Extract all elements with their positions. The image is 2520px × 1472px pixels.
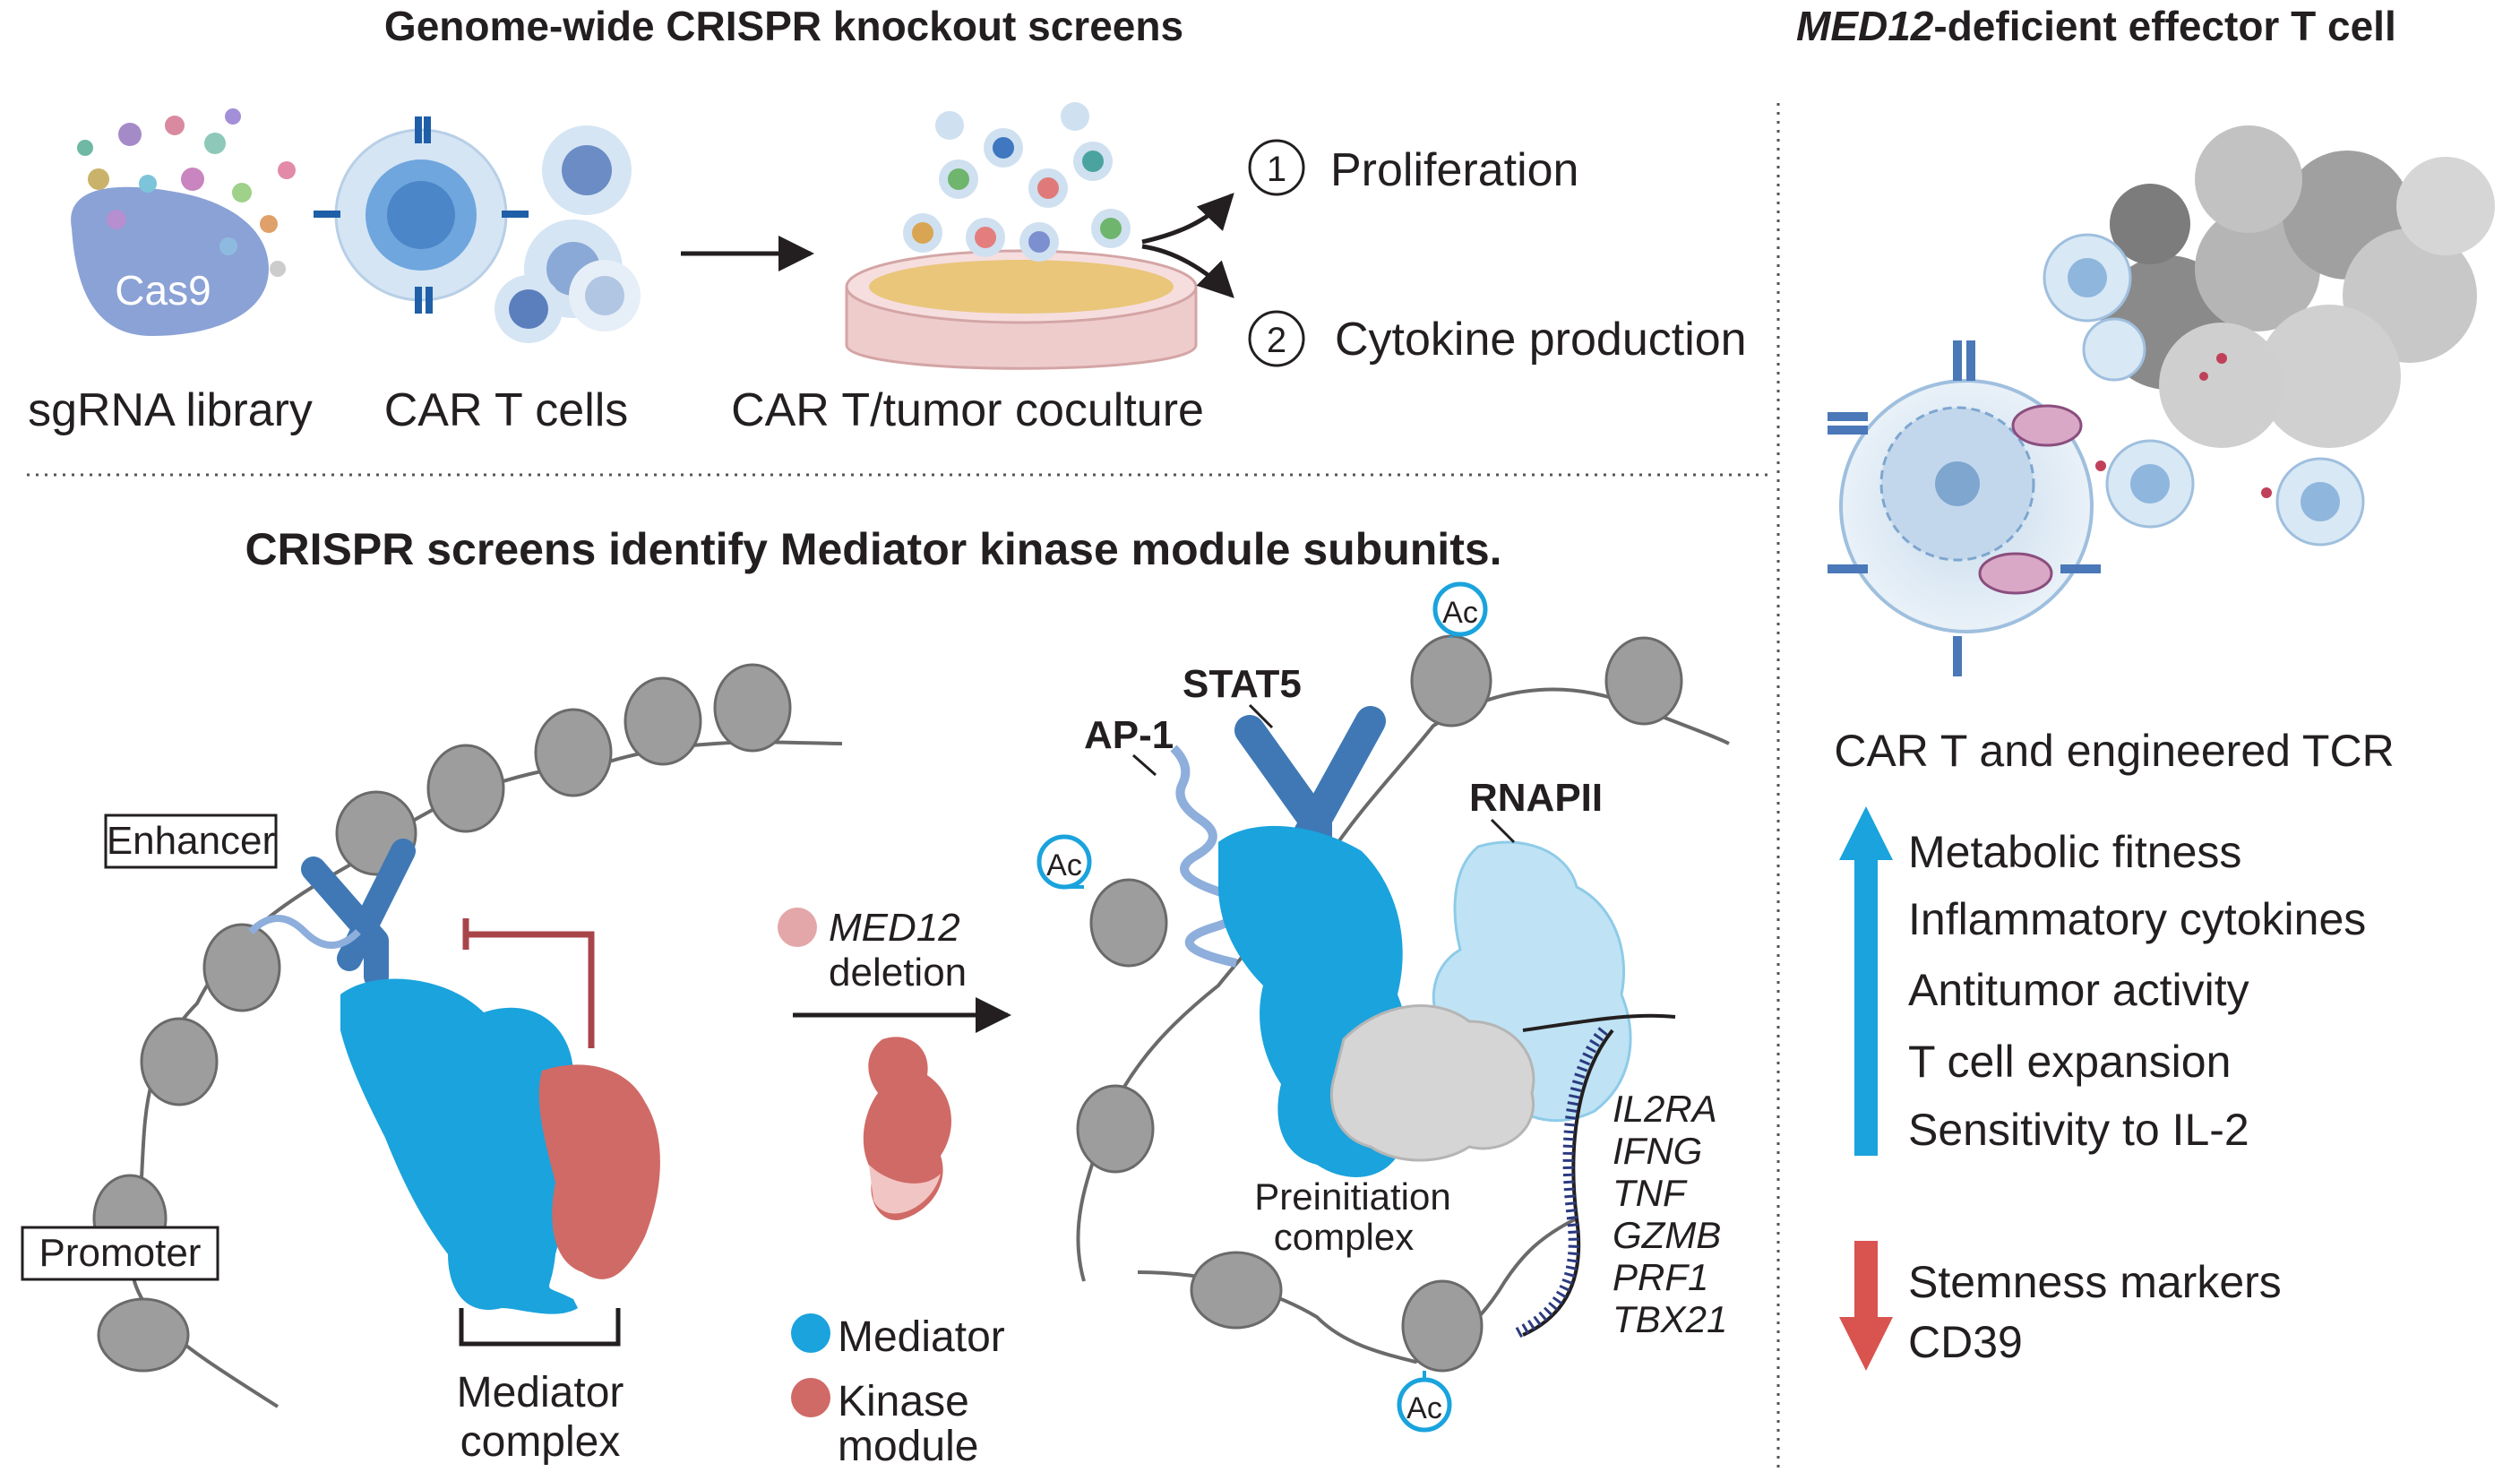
up-item-label: Metabolic fitness <box>1908 827 2241 877</box>
nucleosome <box>202 923 281 1012</box>
pic-label-line2: complex <box>1274 1216 1414 1258</box>
target-gene-label: PRF1 <box>1613 1256 1708 1298</box>
med12-gene-label: MED12 <box>829 906 960 950</box>
transcript-strand <box>1522 1013 1676 1337</box>
coculture-dish <box>845 102 1198 370</box>
mediator-complex-bracket <box>459 1308 621 1347</box>
car-tcr-label: CAR T and engineered TCR <box>1834 726 2394 776</box>
legend-kinase-label-line2: module <box>838 1423 978 1470</box>
nucleosome <box>1604 636 1683 726</box>
mitochondrion <box>2011 404 2083 447</box>
kinase-module-deleted <box>863 1037 951 1220</box>
effector-t-cells-small <box>2043 233 2365 547</box>
med12-marker <box>778 908 817 947</box>
readout-number: 1 <box>1267 150 1286 189</box>
promoter-box <box>21 1226 219 1281</box>
up-item-label: Sensitivity to IL-2 <box>1908 1105 2249 1155</box>
pic-label-line1: Preinitiation <box>1254 1175 1450 1218</box>
acetylation-mark: Ac <box>1432 581 1488 638</box>
mediator-complex-label-line2: complex <box>460 1418 621 1466</box>
up-item-label: Inflammatory cytokines <box>1908 894 2366 944</box>
effector-title-rest: -deficient effector T cell <box>1933 3 2395 49</box>
ap1-label: AP-1 <box>1084 713 1174 757</box>
promoter-label: Promoter <box>39 1231 202 1275</box>
car-t-cells-illustration <box>314 116 641 343</box>
down-arrow <box>1839 1241 1893 1371</box>
coculture-label: CAR T/tumor coculture <box>731 384 1204 436</box>
sgrna-library-illustration: Cas9 <box>71 108 296 336</box>
readout-number-circle <box>1248 310 1305 367</box>
rnapii-label: RNAPII <box>1469 776 1603 820</box>
nucleosome <box>1089 878 1168 968</box>
nucleosome <box>1190 1251 1283 1330</box>
cas9-label: Cas9 <box>115 267 211 314</box>
readout-label: Proliferation <box>1330 144 1578 196</box>
legend-kinase-label-line1: Kinase <box>838 1378 969 1425</box>
target-gene-label: IL2RA <box>1613 1088 1717 1130</box>
enhancer-box <box>104 813 278 869</box>
target-gene-label: TBX21 <box>1613 1298 1727 1340</box>
readout-arrow-1 <box>1141 193 1234 245</box>
mediator-complex-label-line1: Mediator <box>457 1369 624 1416</box>
down-item-label: CD39 <box>1908 1317 2023 1367</box>
nucleosome <box>1401 1279 1484 1373</box>
screens-title: Genome-wide CRISPR knockout screens <box>384 3 1183 49</box>
effector-title: MED12-deficient effector T cell <box>1796 3 2396 49</box>
nucleosome <box>140 1017 219 1106</box>
nucleosome <box>1076 1084 1155 1174</box>
ap1-helix <box>1170 745 1249 968</box>
nucleosome <box>713 663 792 753</box>
nucleosome <box>624 676 702 766</box>
nucleosome <box>534 708 613 797</box>
acetylation-mark: Ac <box>1036 834 1092 890</box>
legend-mediator-swatch <box>791 1313 830 1353</box>
acetylation-mark: Ac <box>1397 1371 1452 1433</box>
readout-cytokine: 2 Cytokine production <box>1248 310 1747 367</box>
sgrna-library-label: sgRNA library <box>28 384 313 436</box>
legend-mediator-label: Mediator <box>838 1313 1005 1361</box>
nucleosome <box>97 1297 190 1373</box>
nucleosome <box>1410 634 1492 727</box>
target-gene-label: TNF <box>1613 1172 1688 1214</box>
mediator-complex-left <box>340 978 578 1314</box>
stat5-label: STAT5 <box>1183 662 1302 706</box>
readout-number: 2 <box>1267 321 1286 360</box>
readout-proliferation: 1 Proliferation <box>1248 139 1578 196</box>
effector-title-gene: MED12 <box>1796 3 1934 49</box>
legend-kinase-swatch <box>791 1378 830 1417</box>
effector-t-cell-large <box>1828 340 2101 676</box>
down-item-label: Stemness markers <box>1908 1257 2282 1307</box>
tumor-cell-cluster <box>2101 125 2495 448</box>
up-arrow <box>1839 806 1893 1156</box>
car-t-cells-label: CAR T cells <box>384 384 629 436</box>
preinitiation-complex <box>1329 1004 1535 1162</box>
rna-ladder <box>1511 1027 1608 1340</box>
ac-label: Ac <box>1406 1391 1442 1425</box>
ac-label: Ac <box>1442 596 1478 630</box>
up-item-label: T cell expansion <box>1908 1037 2231 1087</box>
nucleosome <box>426 744 505 833</box>
readout-arrow-2 <box>1141 244 1234 298</box>
right-chromatin <box>1076 634 1730 1373</box>
kinase-module-left <box>538 1064 660 1279</box>
sgrna-particles <box>77 108 296 277</box>
deletion-label: deletion <box>829 951 967 994</box>
readout-number-circle <box>1248 139 1305 196</box>
ac-label: Ac <box>1046 848 1082 882</box>
mechanism-title: CRISPR screens identify Mediator kinase … <box>245 524 1501 574</box>
enhancer-label: Enhancer <box>107 819 275 863</box>
up-item-label: Antitumor activity <box>1908 965 2249 1015</box>
mitochondrion <box>1978 552 2053 595</box>
target-gene-label: GZMB <box>1613 1214 1721 1256</box>
target-gene-label: IFNG <box>1613 1130 1702 1172</box>
transcription-factor-left <box>248 839 416 989</box>
readout-label: Cytokine production <box>1335 314 1747 366</box>
inhibition-bar <box>462 918 595 1048</box>
